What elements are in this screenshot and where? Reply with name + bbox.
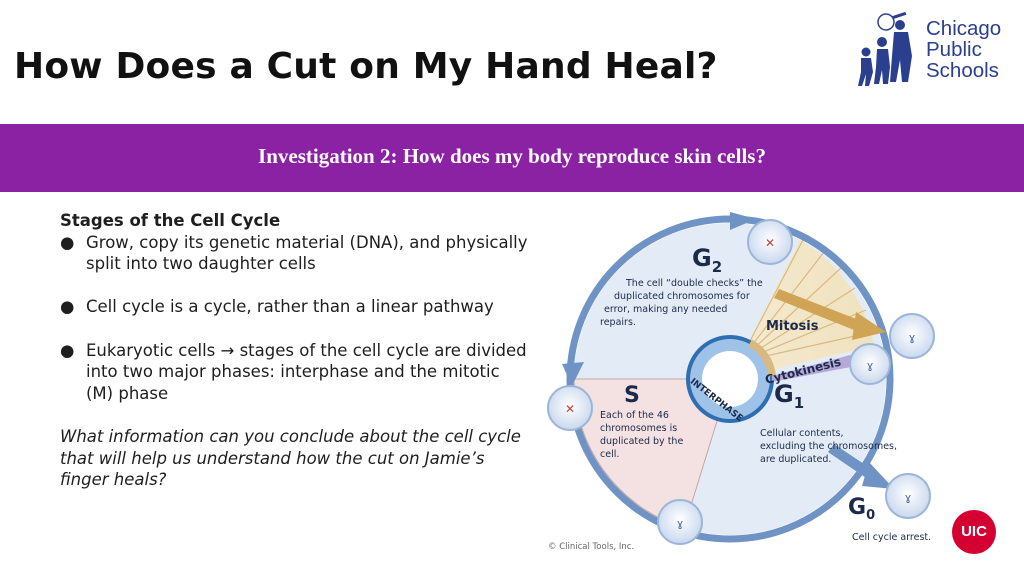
svg-text:cell.: cell. — [600, 449, 619, 460]
g1-label: G1 — [774, 380, 804, 412]
logo-line-schools: Schools — [926, 59, 999, 82]
s-label: S — [624, 383, 640, 408]
cps-logo: Chicago Public Schools — [852, 12, 1022, 94]
g0-label: G0 — [848, 495, 875, 523]
ring-arrow-icon — [562, 362, 584, 386]
g2-description: The cell “double checks” the duplicated … — [600, 278, 763, 328]
list-item: ● Eukaryotic cells → stages of the cell c… — [60, 340, 530, 405]
svg-text:Cellular contents,: Cellular contents, — [760, 428, 844, 439]
svg-text:repairs.: repairs. — [600, 317, 636, 328]
svg-text:duplicated by the: duplicated by the — [600, 436, 683, 447]
bullet-icon: ● — [60, 340, 75, 360]
svg-text:✕: ✕ — [765, 236, 775, 250]
svg-text:✕: ✕ — [565, 402, 575, 416]
discussion-question: What information can you conclude about … — [60, 426, 521, 490]
svg-text:ɣ: ɣ — [905, 491, 912, 504]
nucleus-center — [702, 351, 758, 407]
svg-text:chromosomes is: chromosomes is — [600, 423, 677, 434]
cell-icon: ✕ — [747, 219, 793, 265]
bullet-text: Cell cycle is a cycle, rather than a lin… — [86, 297, 494, 317]
banner-title: Investigation 2: How does my body reprod… — [258, 144, 766, 168]
cell-icon: ɣ — [885, 473, 931, 519]
ring-arrow-icon — [730, 212, 756, 230]
page-title: How Does a Cut on My Hand Heal? — [14, 46, 718, 87]
mitosis-ring-band — [747, 339, 776, 377]
cell-icon: ɣ — [849, 343, 891, 385]
svg-text:error, making any needed: error, making any needed — [604, 304, 727, 315]
uic-badge: UIC — [952, 510, 996, 554]
bullet-text: Eukaryotic cells → stages of the cell cy… — [86, 340, 527, 403]
bullet-icon: ● — [60, 232, 75, 252]
list-item: ● Cell cycle is a cycle, rather than a li… — [60, 296, 530, 318]
cell-cycle-diagram: ✕ ɣ ɣ ✕ ɣ ɣ G2 The cell “double checks” … — [547, 212, 935, 552]
mitosis-arrow-icon — [774, 289, 864, 332]
list-item: ● Grow, copy its genetic material (DNA), … — [60, 232, 530, 275]
cps-figures-icon — [858, 12, 912, 86]
bullet-list: ● Grow, copy its genetic material (DNA), … — [60, 232, 530, 405]
logo-line-public: Public — [926, 38, 982, 61]
diagram-credit: © Clinical Tools, Inc. — [548, 542, 634, 552]
cell-icon: ɣ — [889, 313, 935, 359]
cell-icon: ✕ — [547, 385, 593, 431]
g2-label: G2 — [692, 244, 722, 276]
svg-text:ɣ: ɣ — [909, 331, 916, 344]
mitosis-arrowhead-icon — [852, 312, 886, 340]
cps-logo-text: Chicago Public Schools — [926, 18, 1001, 81]
svg-text:duplicated chromosomes for: duplicated chromosomes for — [614, 291, 750, 302]
cell-icon: ɣ — [657, 499, 703, 545]
main-content: Stages of the Cell Cycle ● Grow, copy its… — [60, 210, 530, 491]
bullet-icon: ● — [60, 297, 75, 317]
g1-description: Cellular contents, excluding the chromos… — [760, 428, 897, 465]
mitosis-label: Mitosis — [766, 319, 819, 334]
svg-text:The cell “double checks” the: The cell “double checks” the — [625, 278, 763, 289]
section-heading: Stages of the Cell Cycle — [60, 211, 281, 230]
bullet-text: Grow, copy its genetic material (DNA), a… — [86, 232, 528, 274]
svg-text:ɣ: ɣ — [867, 359, 874, 372]
g0-arrowhead-icon — [862, 462, 894, 489]
s-description: Each of the 46 chromosomes is duplicated… — [600, 410, 683, 460]
investigation-banner: Investigation 2: How does my body reprod… — [0, 124, 1024, 192]
svg-text:are duplicated.: are duplicated. — [760, 454, 831, 465]
svg-text:excluding the chromosomes,: excluding the chromosomes, — [760, 441, 897, 452]
g0-description: Cell cycle arrest. — [852, 532, 931, 543]
cytokinesis-band — [772, 354, 856, 382]
svg-text:ɣ: ɣ — [677, 517, 684, 530]
logo-line-chicago: Chicago — [926, 17, 1002, 40]
svg-text:Each of the 46: Each of the 46 — [600, 410, 669, 421]
